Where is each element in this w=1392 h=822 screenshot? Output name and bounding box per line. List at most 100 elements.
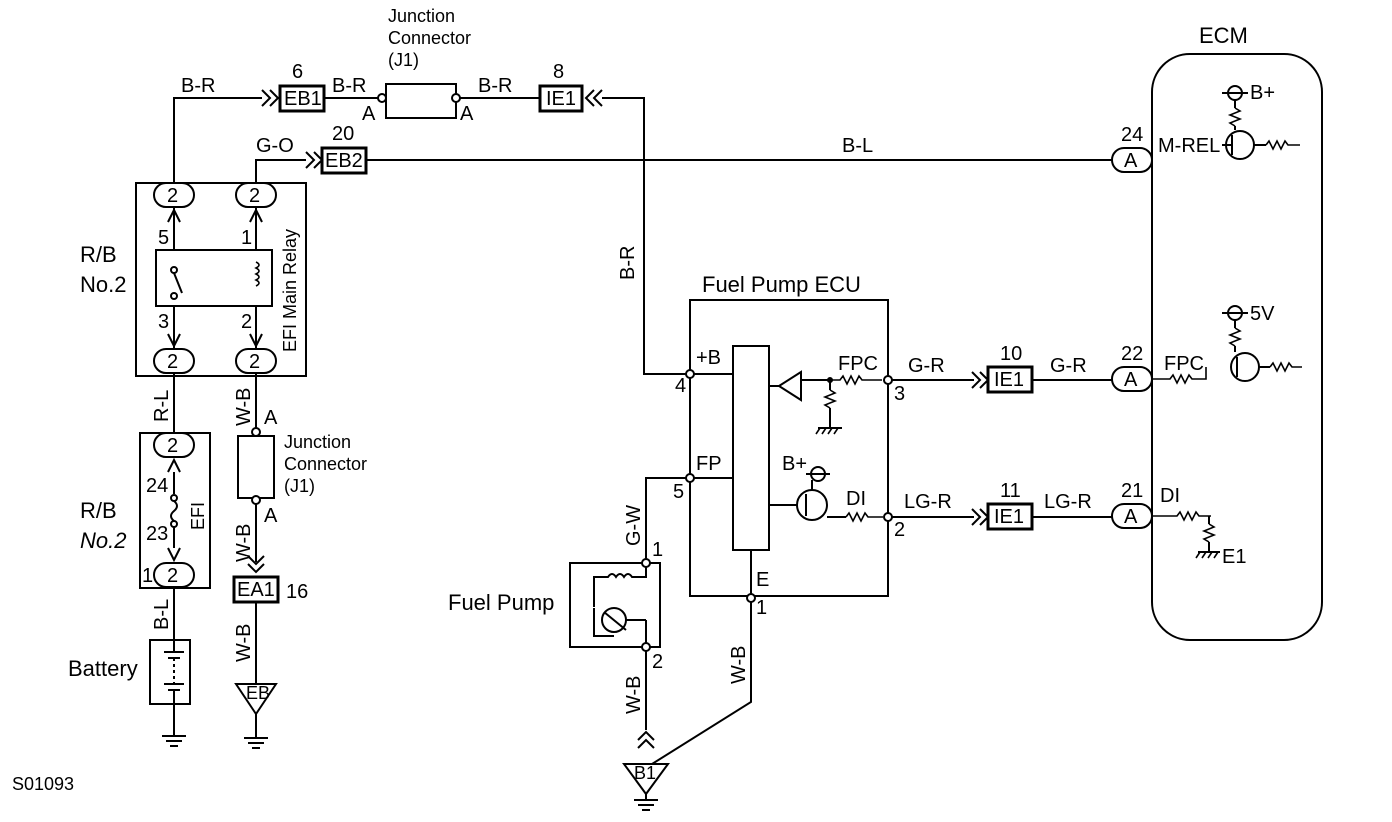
- rb2-fuse-label: EFI: [188, 502, 208, 530]
- wire-label-bl-bat: B-L: [151, 599, 173, 630]
- svg-text:EB2: EB2: [325, 150, 363, 172]
- connector-ie1-top: [538, 84, 584, 113]
- wire-label-br-1: B-R: [181, 75, 215, 97]
- ecm-e1-label: E1: [1222, 546, 1246, 568]
- battery-label: Battery: [68, 656, 138, 681]
- svg-text:FPC: FPC: [838, 353, 878, 375]
- svg-text:3: 3: [894, 383, 905, 405]
- relay-block-1: 2 2 2 2 5 1 3 2 EFI Main Relay R/B No.2: [80, 182, 307, 377]
- svg-text:5: 5: [673, 481, 684, 503]
- svg-text:2: 2: [167, 565, 178, 587]
- wire-label-wb-3: W-B: [233, 623, 255, 662]
- junction-left-box: [237, 435, 275, 499]
- svg-text:A: A: [1124, 150, 1138, 172]
- fuel-pump-box: [569, 562, 661, 648]
- ecm-mrel-transistor: [1222, 85, 1300, 160]
- ecm-pin-24: A 24: [1111, 124, 1153, 173]
- wire-label-gw: G-W: [623, 505, 645, 546]
- wire-label-go: G-O: [256, 135, 294, 157]
- wire-label-br-3: B-R: [478, 75, 512, 97]
- svg-text:EB: EB: [246, 683, 270, 703]
- svg-text:1: 1: [241, 227, 252, 249]
- svg-text:B+: B+: [782, 453, 807, 475]
- ecm-title: ECM: [1199, 23, 1248, 48]
- connector-eb2-num: 20: [332, 123, 354, 145]
- svg-text:24: 24: [146, 475, 168, 497]
- svg-text:B1: B1: [634, 763, 656, 783]
- rb2-label-b: No.2: [80, 528, 126, 553]
- svg-text:IE1: IE1: [994, 369, 1024, 391]
- svg-text:2: 2: [167, 351, 178, 373]
- svg-text:1: 1: [142, 565, 153, 587]
- svg-text:4: 4: [675, 375, 686, 397]
- wire-label-wb-pump: W-B: [623, 675, 645, 714]
- wire-label-lgr-2: LG-R: [1044, 491, 1092, 513]
- ecm-5v: 5V: [1250, 303, 1275, 325]
- ground-eb: [234, 683, 278, 716]
- rb1-label-b: No.2: [80, 272, 126, 297]
- svg-text:2: 2: [249, 185, 260, 207]
- wire-label-gr-2: G-R: [1050, 355, 1087, 377]
- connector-ie1-fpc-num: 10: [1000, 343, 1022, 365]
- wire-label-bl: B-L: [842, 135, 873, 157]
- wire-label-br-2: B-R: [332, 75, 366, 97]
- signal-wires: G-R IE1 10 G-R LG-R IE1 11 LG-R: [892, 343, 1112, 531]
- top-wiring: B-R EB1 6 B-R A A Junction Connector (J1…: [173, 6, 1112, 375]
- svg-text:A: A: [1124, 369, 1138, 391]
- svg-text:+B: +B: [696, 347, 721, 369]
- ecm-pin-21: A 21: [1111, 480, 1153, 529]
- ecm-m-rel-label: M-REL: [1158, 135, 1220, 157]
- fuel-pump: G-W 1 2 Fuel Pump W-B B1 W-B: [448, 477, 752, 811]
- svg-text:IE1: IE1: [546, 88, 576, 110]
- svg-text:2: 2: [249, 351, 260, 373]
- connector-ie1-fpc: [986, 365, 1034, 394]
- rb2-label-a: R/B: [80, 498, 117, 523]
- svg-text:EA1: EA1: [237, 579, 275, 601]
- svg-text:A: A: [1124, 506, 1138, 528]
- svg-text:2: 2: [652, 651, 663, 673]
- junction-left-label-1: Junction: [284, 432, 351, 452]
- svg-text:24: 24: [1121, 124, 1143, 146]
- ecm-fpc-label: FPC: [1164, 353, 1204, 375]
- battery-symbol: [149, 639, 191, 705]
- svg-text:22: 22: [1121, 343, 1143, 365]
- junction-left: W-B A A Junction Connector (J1) W-B EA1 …: [232, 373, 367, 749]
- svg-text:EB1: EB1: [284, 88, 322, 110]
- connector-ea1-num: 16: [286, 581, 308, 603]
- fuel-pump-label: Fuel Pump: [448, 590, 554, 615]
- fp-ecu-title: Fuel Pump ECU: [702, 272, 861, 297]
- diagram-id: S01093: [12, 774, 74, 794]
- svg-text:FP: FP: [696, 453, 722, 475]
- fp-ecu-box: [689, 299, 889, 597]
- connector-eb1-num: 6: [292, 61, 303, 83]
- ecm-pin-22: A 22: [1111, 343, 1153, 392]
- junction-left-label-3: (J1): [284, 476, 315, 496]
- wire-label-lgr-1: LG-R: [904, 491, 952, 513]
- relay-label-vertical: EFI Main Relay: [280, 229, 300, 352]
- wire-label-wb-1: W-B: [233, 387, 255, 426]
- junction-top-label-2: Connector: [388, 28, 471, 48]
- svg-text:A: A: [264, 407, 278, 429]
- svg-text:A: A: [264, 505, 278, 527]
- ecm-unit: ECM B+ M-REL 5V FPC: [1111, 23, 1323, 641]
- svg-text:23: 23: [146, 523, 168, 545]
- wire-label-wb-e: W-B: [728, 645, 750, 684]
- wire-label-br-v: B-R: [617, 246, 639, 280]
- svg-text:2: 2: [167, 185, 178, 207]
- svg-text:DI: DI: [846, 488, 866, 510]
- svg-text:IE1: IE1: [994, 506, 1024, 528]
- svg-text:5: 5: [158, 227, 169, 249]
- svg-text:E: E: [756, 569, 769, 591]
- relay-block-2: R-L 2 2 1 24 23 EFI R/B No.2: [80, 373, 211, 589]
- svg-text:2: 2: [241, 311, 252, 333]
- connector-eb2: [320, 146, 368, 175]
- svg-text:A: A: [460, 103, 474, 125]
- svg-text:3: 3: [158, 311, 169, 333]
- ecm-di-label: DI: [1160, 485, 1180, 507]
- junction-top-label-3: (J1): [388, 50, 419, 70]
- wire-label-gr-1: G-R: [908, 355, 945, 377]
- junction-top-label-1: Junction: [388, 6, 455, 26]
- ecm-b-plus: B+: [1250, 82, 1275, 104]
- svg-text:2: 2: [167, 435, 178, 457]
